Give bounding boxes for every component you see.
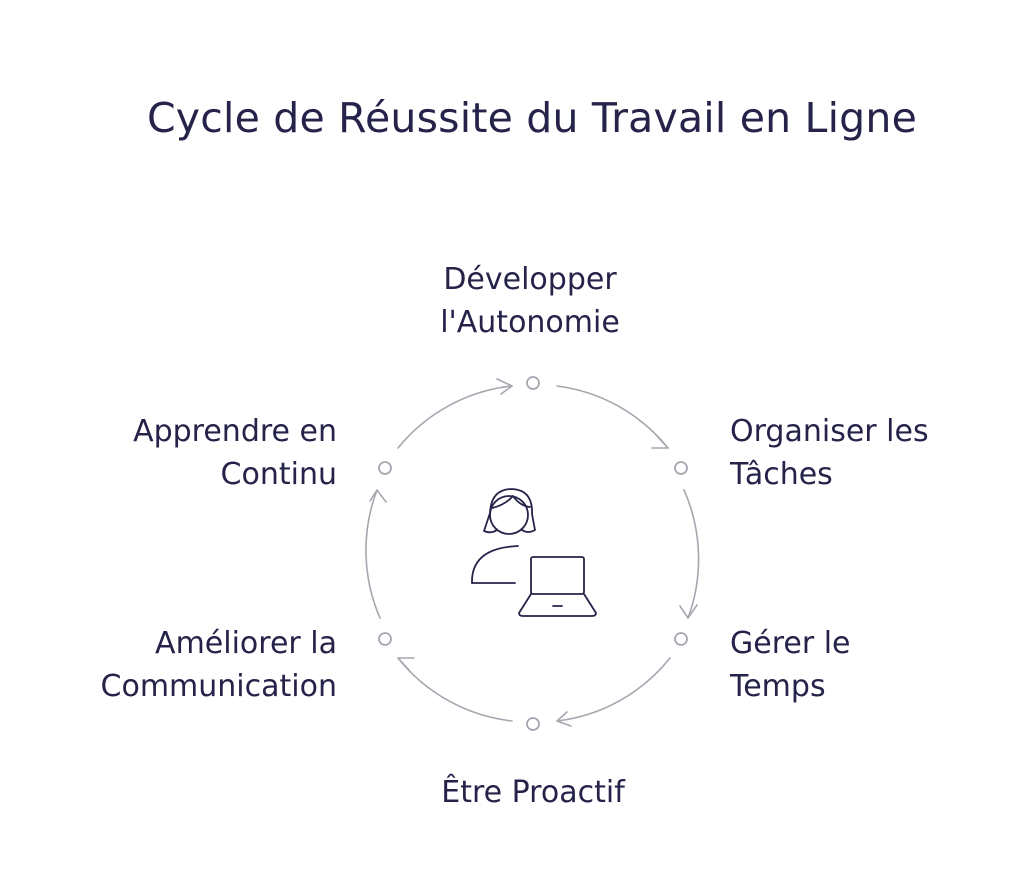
arrow-head xyxy=(397,657,415,671)
diagram-title: Cycle de Réussite du Travail en Ligne xyxy=(146,94,918,142)
stage-label-line: Temps xyxy=(730,669,826,704)
stage-label-improve-communication: Améliorer la Communication xyxy=(101,622,337,708)
cycle-arrow xyxy=(397,657,513,722)
stage-label-manage-time: Gérer le Temps xyxy=(730,622,851,708)
stage-label-line: Être Proactif xyxy=(441,775,625,810)
stage-label-line: Organiser les xyxy=(730,414,929,449)
cycle-arrow xyxy=(556,657,671,722)
stage-label-develop-autonomy: Développer l'Autonomie xyxy=(330,258,730,344)
cycle-node xyxy=(378,632,392,646)
stage-label-organize-tasks: Organiser les Tâches xyxy=(730,410,929,496)
cycle-arrow xyxy=(397,385,513,449)
stage-label-line: Améliorer la xyxy=(155,626,337,661)
stage-label-line: Communication xyxy=(100,669,337,704)
stage-label-line: Développer xyxy=(443,262,617,297)
stage-label-line: Gérer le xyxy=(730,626,851,661)
stage-label-line: l'Autonomie xyxy=(440,305,620,340)
cycle-arrow xyxy=(556,385,669,449)
arrow-head xyxy=(679,604,698,619)
arrow-head xyxy=(651,435,669,449)
stage-label-continuous-learning: Apprendre en Continu xyxy=(133,410,337,496)
cycle-node xyxy=(674,632,688,646)
stage-label-line: Tâches xyxy=(730,457,833,492)
stage-label-be-proactive: Être Proactif xyxy=(333,771,733,814)
cycle-node xyxy=(378,461,392,475)
cycle-arrow xyxy=(365,489,381,619)
arrow-head xyxy=(556,711,572,727)
arrow-head xyxy=(369,489,387,503)
cycle-node xyxy=(674,461,688,475)
stage-label-line: Apprendre en xyxy=(133,414,337,449)
cycle-node xyxy=(526,376,540,390)
arrow-head xyxy=(496,378,513,395)
person-with-laptop-icon xyxy=(471,488,597,617)
cycle-arrow xyxy=(683,489,700,619)
stage-label-line: Continu xyxy=(220,457,337,492)
cycle-node xyxy=(526,717,540,731)
